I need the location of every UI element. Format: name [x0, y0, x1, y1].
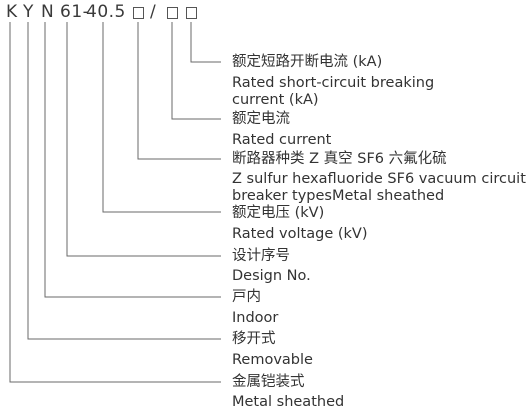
- label-breaker-type-zh: 断路器种类 Z 真空 SF6 六氟化硫: [232, 151, 447, 167]
- label-breaking-current-en-2: current (kA): [232, 92, 319, 108]
- leader-line-rated-current: [171, 22, 221, 120]
- code-placeholder-box-3: [186, 7, 197, 19]
- model-code-diagram: K Y N 61- 40.5 / 额定短路开断电流 (kA) Rated sho…: [6, 2, 526, 410]
- code-letter-k: K: [6, 2, 18, 22]
- leader-line-design-number: [66, 22, 221, 257]
- label-indoor-zh: 戸内: [232, 289, 261, 305]
- leader-line-breaking-current: [190, 22, 221, 63]
- leader-line-breaker-type: [137, 22, 221, 160]
- label-breaker-type-en-1: Z sulfur hexafluoride SF6 vacuum circuit: [232, 171, 526, 187]
- code-design-number: 61-: [60, 2, 90, 22]
- label-breaker-type-en-2: breaker typesMetal sheathed: [232, 188, 445, 204]
- code-letter-y: Y: [23, 2, 34, 22]
- leader-line-rated-voltage: [102, 22, 221, 213]
- code-letter-n: N: [41, 2, 55, 22]
- leader-lines: [9, 22, 221, 383]
- leader-line-indoor: [44, 22, 221, 298]
- label-rated-current-zh: 额定电流: [232, 111, 290, 127]
- label-design-number-en: Design No.: [232, 268, 311, 284]
- label-breaking-current-zh: 额定短路开断电流 (kA): [232, 54, 383, 70]
- label-rated-current-en: Rated current: [232, 132, 332, 148]
- code-rated-voltage: 40.5: [86, 2, 126, 22]
- label-indoor-en: Indoor: [232, 310, 279, 326]
- leader-line-metal-sheathed: [9, 22, 221, 383]
- leader-line-removable: [27, 22, 221, 340]
- label-metal-sheathed-zh: 金属铠装式: [232, 374, 305, 390]
- label-breaking-current-en-1: Rated short-circuit breaking: [232, 75, 435, 91]
- label-removable-en: Removable: [232, 352, 313, 368]
- label-rated-voltage-en: Rated voltage (kV): [232, 226, 368, 242]
- label-design-number-zh: 设计序号: [232, 248, 290, 264]
- code-placeholder-box-2: [167, 7, 178, 19]
- label-metal-sheathed-en: Metal sheathed: [232, 394, 345, 410]
- code-placeholder-box-1: [133, 7, 144, 19]
- label-removable-zh: 移开式: [232, 331, 276, 347]
- code-slash: /: [150, 2, 157, 22]
- label-rated-voltage-zh: 额定电压 (kV): [232, 205, 325, 221]
